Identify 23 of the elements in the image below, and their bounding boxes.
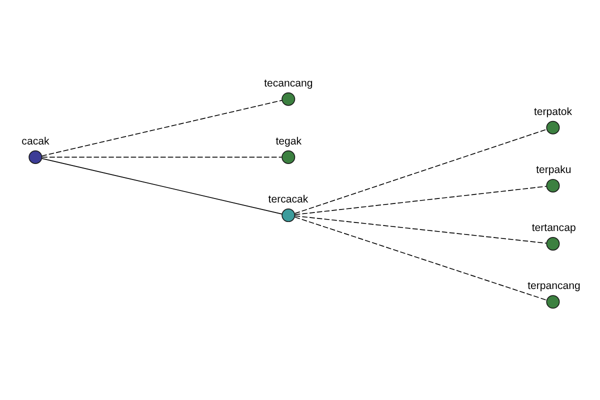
connector bbox=[294, 128, 547, 214]
node-circle bbox=[282, 208, 296, 222]
connector bbox=[41, 157, 283, 214]
node-label: cacak bbox=[22, 135, 50, 148]
node-circle bbox=[546, 178, 560, 192]
node-label: terpaku bbox=[536, 164, 572, 176]
connector bbox=[294, 214, 547, 244]
node-label: terpancang bbox=[528, 280, 580, 292]
connector bbox=[294, 185, 547, 215]
connector bbox=[41, 99, 283, 156]
node-circle bbox=[282, 92, 296, 106]
node-circle bbox=[282, 150, 296, 164]
node-label: tegak bbox=[276, 135, 302, 148]
node-label: tecancang bbox=[264, 76, 313, 89]
node-label: terpatok bbox=[534, 105, 572, 118]
node-circle bbox=[546, 236, 560, 250]
node-circle bbox=[546, 120, 560, 134]
node-circle bbox=[546, 294, 560, 308]
connector bbox=[294, 216, 547, 300]
node-circle bbox=[28, 150, 42, 164]
node-label: tertancap bbox=[532, 222, 576, 234]
node-label: tercacak bbox=[268, 193, 308, 206]
connector bbox=[42, 156, 282, 158]
